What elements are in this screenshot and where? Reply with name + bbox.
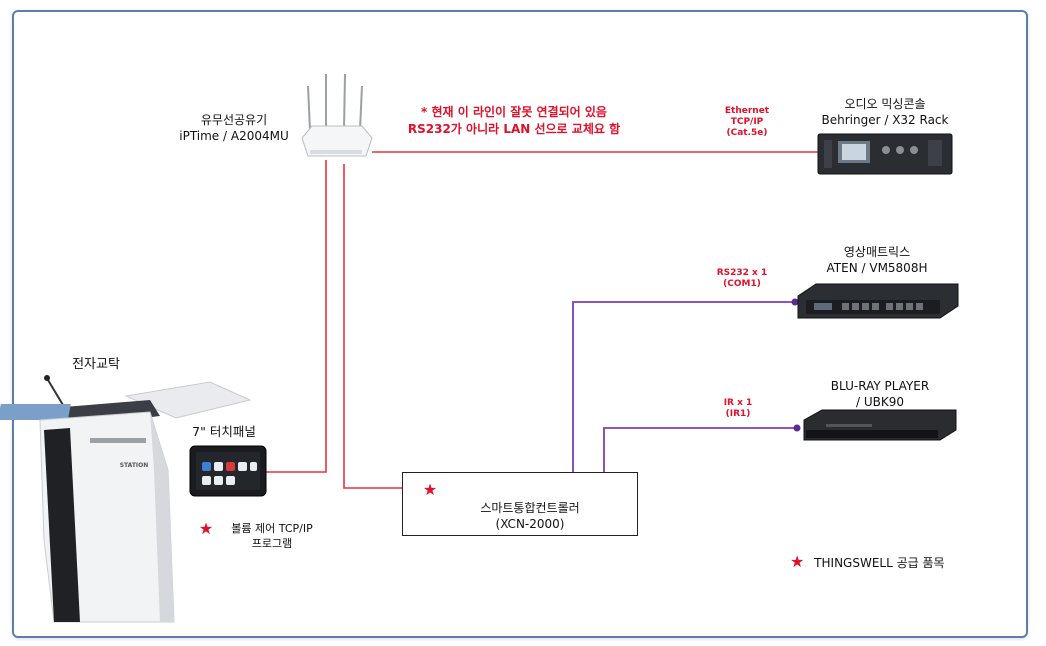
- touch-panel-name: 7" 터치패널: [192, 424, 256, 439]
- ethernet-label-line-1: Ethernet: [724, 106, 770, 116]
- rs232-label-line-2: (COM1): [723, 279, 761, 289]
- video-matrix-device: [797, 283, 959, 319]
- volume-program-line-2: 프로그램: [251, 537, 293, 550]
- volume-program-line-1: 볼륨 제어 TCP/IP: [231, 522, 313, 535]
- controller-model: (XCN-2000): [495, 517, 565, 531]
- matrix-name: 영상매트릭스: [843, 245, 911, 259]
- router-label: 유무선공유기 iPTime / A2004MU: [166, 112, 302, 144]
- bluray-label: BLU-RAY PLAYER / UBK90: [806, 378, 954, 410]
- router-device: [301, 73, 373, 157]
- touch-panel-device: [189, 445, 267, 497]
- legend-star-icon: ★: [790, 552, 805, 571]
- bluray-model: / UBK90: [855, 395, 904, 409]
- bluray-name: BLU-RAY PLAYER: [830, 379, 930, 393]
- matrix-model: ATEN / VM5808H: [826, 261, 928, 275]
- star-icon: ★: [422, 480, 438, 499]
- router-model: iPTime / A2004MU: [179, 129, 289, 143]
- controller-box: [402, 472, 638, 536]
- mixer-model: Behringer / X32 Rack: [821, 113, 949, 127]
- podium-brand: STATION: [119, 462, 149, 469]
- ethernet-label-line-2: TCP/IP: [730, 117, 764, 127]
- matrix-label: 영상매트릭스 ATEN / VM5808H: [800, 244, 954, 276]
- controller-label: 스마트통합컨트롤러 (XCN-2000): [440, 500, 620, 532]
- volume-program-star-icon: ★: [196, 519, 216, 538]
- ethernet-label-line-3: (Cat.5e): [726, 128, 768, 138]
- ir-label-line-2: (IR1): [725, 409, 751, 419]
- mixer-label: 오디오 믹싱콘솔 Behringer / X32 Rack: [812, 96, 958, 128]
- ethernet-connection-label: Ethernet TCP/IP (Cat.5e): [718, 106, 776, 139]
- wiring-warning-note: * 현재 이 라인이 잘못 연결되어 있음 RS232가 아니라 LAN 선으로…: [384, 104, 644, 138]
- ir-endpoint: [793, 424, 801, 432]
- controller-name: 스마트통합컨트롤러: [480, 501, 580, 515]
- rs232-label-line-1: RS232 x 1: [716, 268, 768, 278]
- star-icon: ★: [198, 519, 214, 538]
- podium-device: [0, 375, 252, 623]
- volume-program-label: 볼륨 제어 TCP/IP 프로그램: [218, 521, 326, 551]
- lan-cable-router-touchpanel: [266, 160, 327, 473]
- ir-cable-controller-bluray: [603, 427, 797, 472]
- wiring-warning-line-2: RS232가 아니라 LAN 선으로 교체요 함: [407, 122, 621, 136]
- mixer-name: 오디오 믹싱콘솔: [844, 97, 926, 111]
- rs232-cable-controller-matrix: [572, 301, 795, 472]
- router-name: 유무선공유기: [200, 113, 268, 127]
- wiring-warning-line-1: * 현재 이 라인이 잘못 연결되어 있음: [421, 105, 607, 119]
- rs232-connection-label: RS232 x 1 (COM1): [710, 268, 774, 290]
- legend-text: THINGSWELL 공급 품목: [814, 556, 945, 570]
- legend: ★ THINGSWELL 공급 품목: [790, 552, 990, 571]
- controller-star-icon: ★: [420, 480, 440, 499]
- audio-mixer-device: [817, 133, 953, 175]
- lan-cable-router-controller: [343, 164, 402, 489]
- bluray-device: [803, 409, 957, 441]
- ir-label-line-1: IR x 1: [723, 398, 753, 408]
- podium-name: 전자교탁: [72, 357, 120, 372]
- rs232-endpoint: [791, 298, 799, 306]
- ir-connection-label: IR x 1 (IR1): [716, 398, 760, 420]
